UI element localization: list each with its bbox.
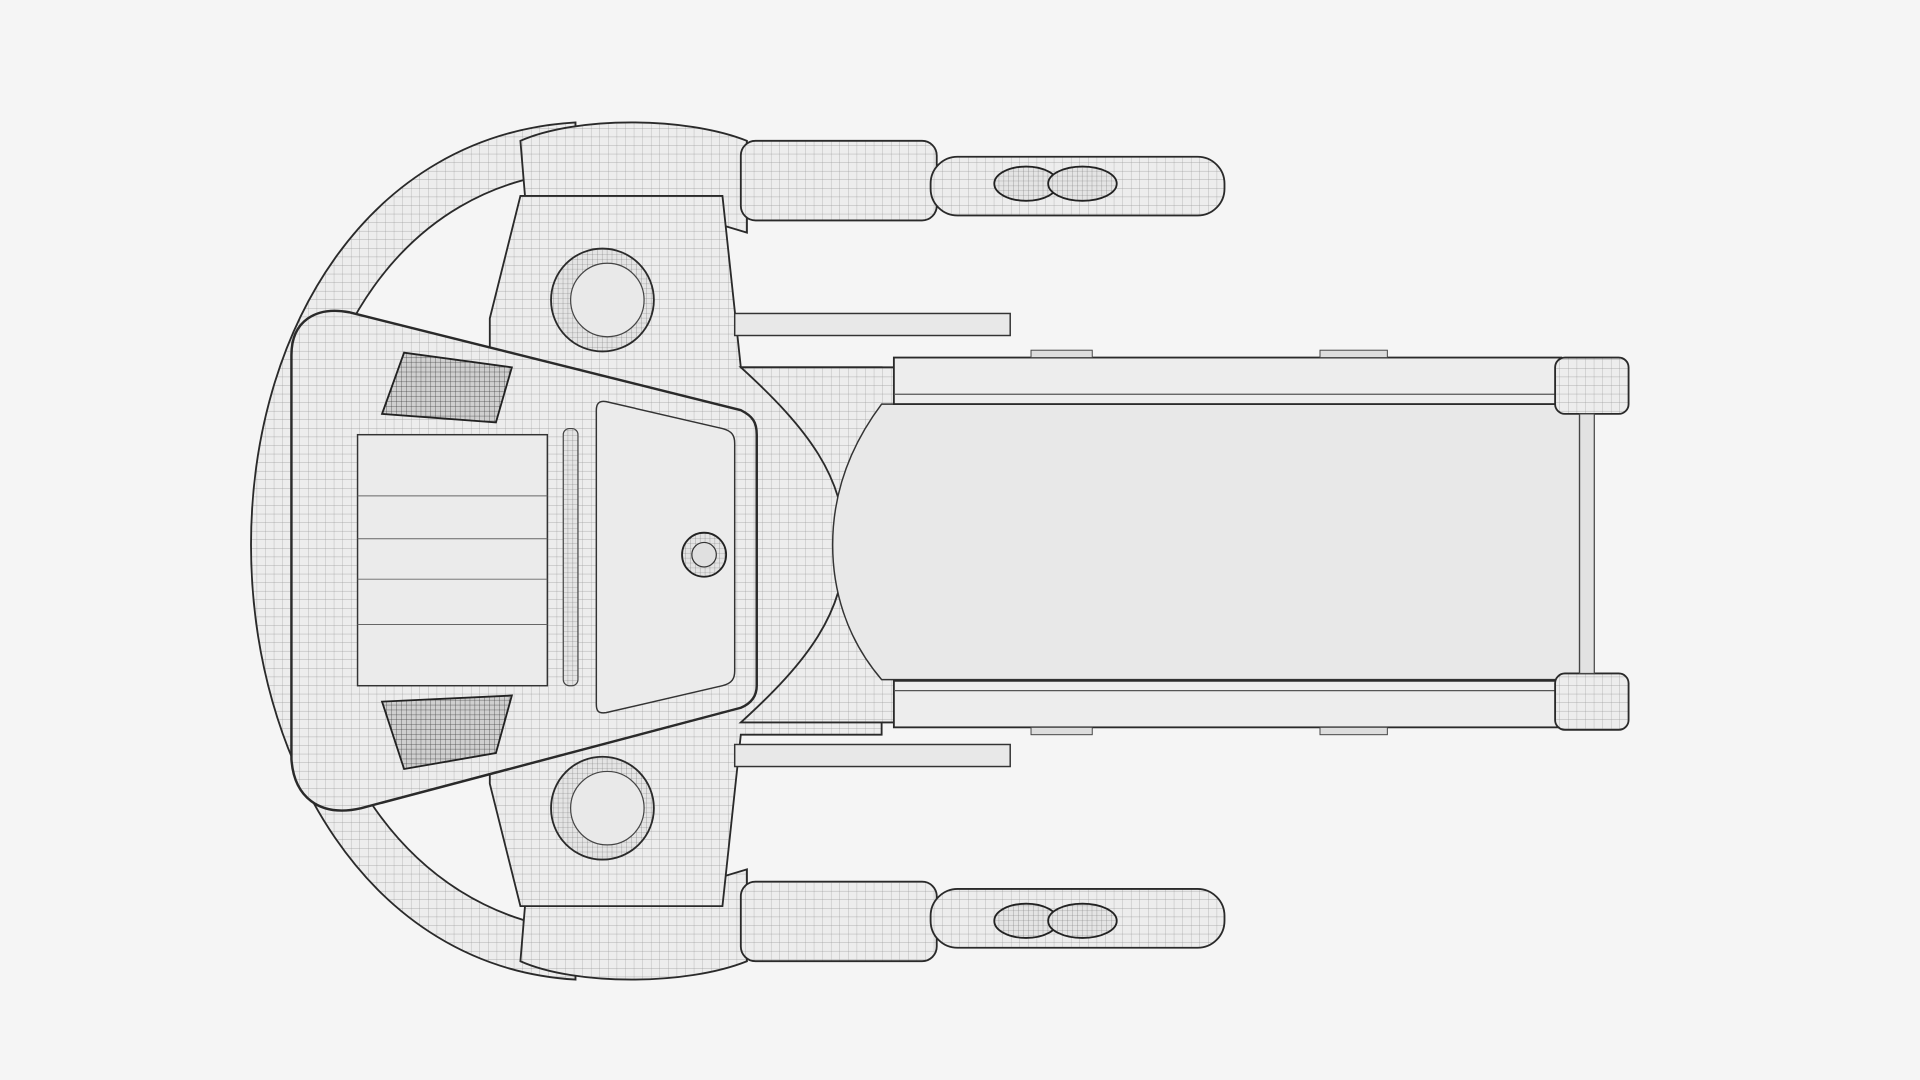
heart-rate-sensor-icon [993,165,1118,202]
end-cap-bottom [1554,672,1630,731]
safety-key-icon [681,531,728,578]
side-rod-bottom [733,743,1011,768]
side-rail-bottom [892,679,1563,729]
cup-holder-bottom [550,755,655,861]
end-cap-top [1554,356,1630,415]
running-belt [831,403,1581,681]
speaker-grille-top [380,351,514,424]
side-rod-top [733,312,1011,337]
side-rail-top [892,356,1563,405]
display-screen-left [356,433,549,687]
speaker-grille-bottom [380,694,514,771]
cup-holder-top [550,247,655,353]
heart-rate-sensor-icon [993,902,1118,939]
treadmill-deck [738,349,1630,736]
console-panel [290,309,758,812]
display-screen-right [595,400,736,714]
